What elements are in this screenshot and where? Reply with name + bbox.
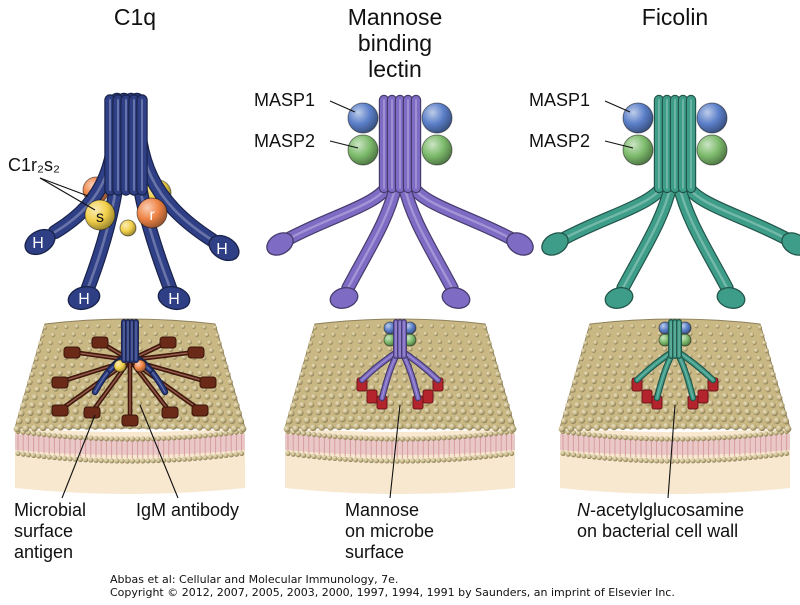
- c1q-head-label: H: [78, 291, 90, 308]
- igm-antibody-unit: [199, 376, 217, 389]
- ficolin-membrane: [558, 318, 792, 494]
- mbl-title: Mannose binding lectin: [320, 4, 470, 82]
- igm-antibody-unit: [121, 414, 139, 427]
- ficolin-masp2-leader: [604, 140, 634, 149]
- mbl-molecule-carbohydrate-domain: [441, 287, 471, 309]
- mbl-title-line: lectin: [368, 56, 422, 82]
- igm-antibody-unit: [191, 404, 209, 417]
- ficolin-molecule-carbohydrate-domain: [541, 232, 569, 256]
- mbl-title-line: binding: [357, 30, 433, 56]
- ficolin-molecule-carbohydrate-domain: [716, 287, 746, 309]
- ficolin-bound: [631, 319, 719, 410]
- glcnac-leader: [667, 404, 676, 499]
- mbl-molecule-carbohydrate-domain: [266, 232, 294, 256]
- ficolin-molecule: [541, 94, 800, 309]
- igm-antibody-unit: [51, 376, 69, 389]
- microbial-antigen-caption: Microbial surface antigen: [14, 500, 87, 562]
- mbl-membrane-surface: [284, 318, 516, 429]
- mbl-molecule-carbohydrate-domain: [506, 232, 534, 256]
- mbl-title-line: Mannose: [347, 4, 443, 30]
- mbl-molecule-masp2-left: [347, 134, 379, 166]
- ficolin-molecule-masp2-left: [622, 134, 654, 166]
- ficolin-molecule-masp2-right: [696, 134, 728, 166]
- glcnac-caption-line2: on bacterial cell wall: [577, 521, 739, 541]
- c1r2s2-leader-s: [39, 177, 96, 211]
- glcnac-prefix: N: [577, 500, 590, 520]
- mbl-bound-sugar: [366, 389, 378, 404]
- c1r2s2-label: C1r₂s₂: [8, 155, 60, 175]
- c1q-title: C1q: [113, 4, 157, 30]
- glcnac-caption: N-acetylglucosamine on bacterial cell wa…: [577, 500, 744, 542]
- mbl-membrane: [283, 318, 517, 494]
- mbl-molecule-masp1-right: [421, 102, 453, 134]
- mbl-masp1-label: MASP1: [254, 90, 316, 110]
- c1q-s-label: s: [96, 209, 104, 226]
- c1q-head-label: H: [168, 291, 180, 308]
- mbl-bound: [356, 319, 444, 410]
- igm-leader: [139, 404, 179, 499]
- mannose-caption: Mannose on microbe surface: [345, 500, 434, 563]
- mbl-bound-sugar: [422, 389, 434, 404]
- ficolin-bound-sugar: [697, 389, 709, 404]
- c1q-globular-head: [24, 228, 56, 256]
- mbl-masp1-leader: [329, 100, 356, 113]
- mbl-molecule-masp2-right: [421, 134, 453, 166]
- igm-antibody-unit: [63, 346, 81, 359]
- mbl-molecule-masp1-left: [347, 102, 379, 134]
- mbl-molecule-carbohydrate-domain: [329, 287, 359, 309]
- igm-antibody-unit: [159, 336, 177, 349]
- igm-antibody-unit: [51, 404, 69, 417]
- ficolin-membrane-bilayer-core: [560, 434, 790, 455]
- mannose-caption-line: surface: [345, 542, 405, 562]
- c1q-globular-head: [208, 234, 240, 262]
- mannose-caption-line: Mannose: [345, 500, 420, 520]
- c1q-head-label: H: [32, 235, 44, 252]
- c1q-globular-head: [67, 285, 101, 311]
- mannose-leader: [389, 404, 401, 499]
- ficolin-molecule-carbohydrate-domain: [604, 287, 634, 309]
- ficolin-molecule-masp1-left: [622, 102, 654, 134]
- igm-antibody-unit: [83, 406, 101, 419]
- ficolin-molecule-masp1-right: [696, 102, 728, 134]
- c1q-bound: [51, 319, 217, 427]
- igm-antibody-unit: [91, 336, 109, 349]
- ficolin-title: Ficolin: [641, 4, 709, 30]
- ficolin-masp2-label: MASP2: [529, 131, 591, 151]
- igm-antibody-unit: [187, 346, 205, 359]
- c1q-head-label: H: [216, 241, 228, 258]
- c1q-globular-head: [157, 285, 191, 311]
- mbl-masp2-leader: [329, 140, 359, 149]
- ficolin-molecule-carbohydrate-domain: [781, 232, 800, 256]
- ficolin-membrane-surface: [559, 318, 791, 429]
- credit-line-2: Copyright © 2012, 2007, 2005, 2003, 2000…: [110, 586, 675, 599]
- glcnac-rest: -acetylglucosamine: [590, 500, 745, 520]
- ficolin-masp1-label: MASP1: [529, 90, 591, 110]
- c1q-membrane-bilayer-core: [15, 434, 245, 455]
- igm-antibody-unit: [161, 406, 179, 419]
- credit-line-1: Abbas et al: Cellular and Molecular Immu…: [110, 573, 399, 586]
- c1r2s2-leader-r: [39, 177, 89, 197]
- mbl-membrane-bilayer-core: [285, 434, 515, 455]
- antigen-leader: [61, 414, 96, 499]
- glcnac-caption-line1: N-acetylglucosamine: [577, 500, 744, 521]
- c1q-s-subunit-small: [119, 219, 137, 237]
- c1q-s-subunit: [84, 199, 116, 231]
- mannose-caption-line: on microbe: [345, 521, 435, 541]
- c1q-r-label: r: [149, 207, 155, 224]
- ficolin-bound-sugar: [641, 389, 653, 404]
- c1q-molecule: s rH H H H: [24, 92, 240, 311]
- mbl-masp2-label: MASP2: [254, 131, 316, 151]
- c1q-r-subunit: [136, 197, 168, 229]
- igm-antibody-caption: IgM antibody: [136, 500, 240, 520]
- mbl-molecule: [266, 94, 534, 309]
- ficolin-masp1-leader: [604, 100, 631, 113]
